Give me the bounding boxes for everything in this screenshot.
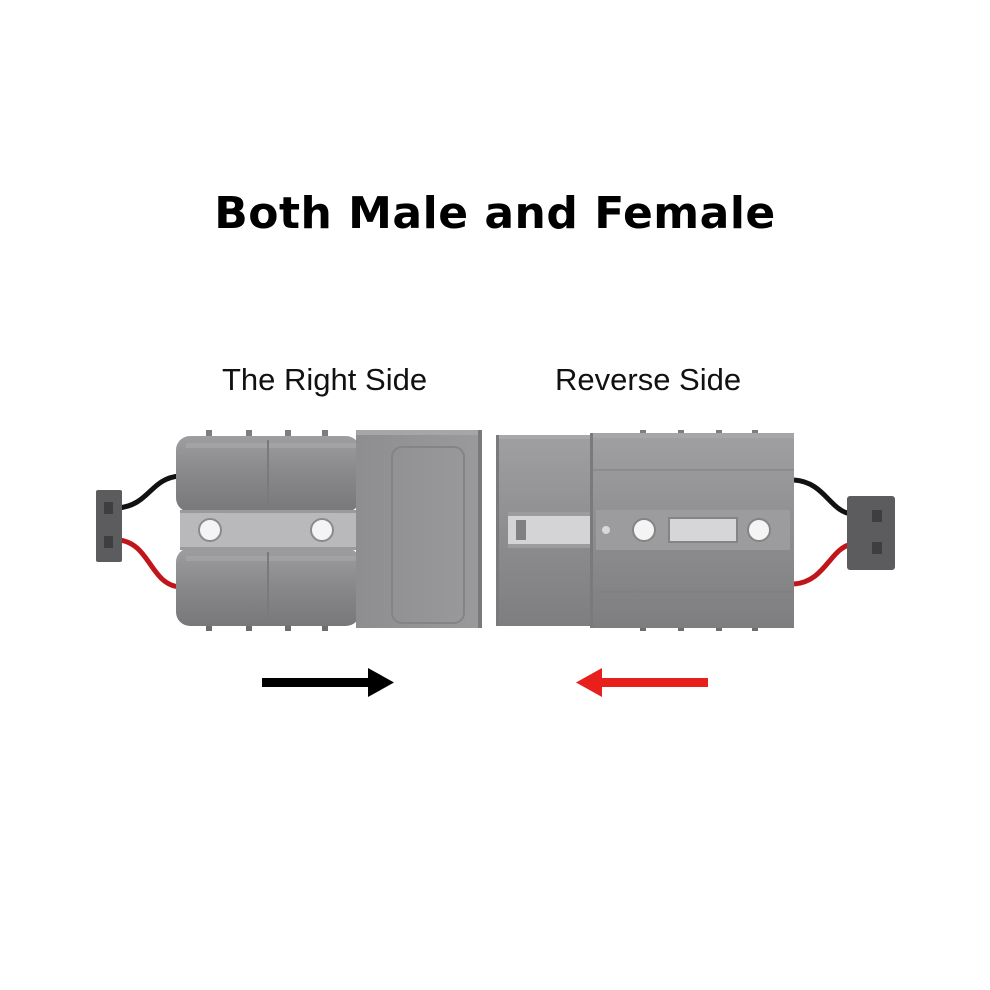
right-arrow-icon (262, 668, 394, 697)
left-mount-hole-1 (198, 518, 222, 542)
left-mount-hole-2 (310, 518, 334, 542)
reverse-side-label: Reverse Side (555, 362, 742, 397)
left-black-wire (117, 473, 181, 511)
left-arrow-icon (576, 668, 708, 697)
right-red-wire (793, 541, 853, 587)
right-black-wire (793, 477, 853, 517)
left-red-wire (117, 537, 181, 590)
left-small-plug (96, 490, 122, 562)
page-title: Both Male and Female (214, 188, 776, 239)
left-mating-face (356, 430, 482, 628)
right-mount-hole-1 (632, 518, 656, 542)
right-center-window (668, 517, 738, 543)
left-connector (96, 430, 482, 631)
right-mount-hole-2 (747, 518, 771, 542)
right-small-plug (847, 496, 895, 570)
right-side-label: The Right Side (222, 362, 428, 397)
right-connector (496, 430, 895, 631)
